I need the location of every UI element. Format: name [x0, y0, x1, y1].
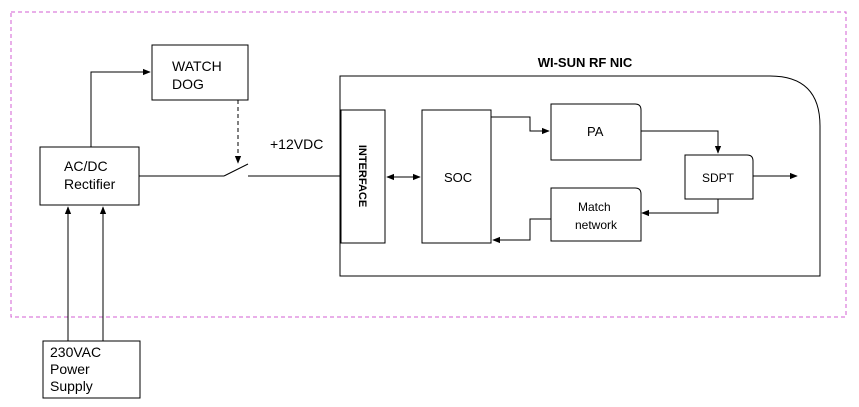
nic-title: WI-SUN RF NIC	[538, 55, 633, 70]
system-boundary	[10, 11, 847, 318]
sdpt-label: SDPT	[702, 171, 735, 185]
pa-box	[550, 103, 642, 161]
match-network-box	[550, 187, 642, 242]
interface-label: INTERFACE	[356, 145, 368, 207]
voltage-label: +12VDC	[270, 136, 323, 152]
watchdog-label: WATCH DOG	[172, 58, 226, 92]
switch-blade	[223, 163, 249, 177]
soc-to-pa-arrow	[491, 116, 550, 135]
sdpt-box	[684, 154, 754, 200]
acdc-rectifier-box	[39, 146, 140, 206]
rectifier-to-watchdog-arrow	[90, 68, 151, 147]
soc-label: SOC	[444, 170, 472, 185]
pa-label: PA	[587, 124, 604, 139]
sdpt-to-match-arrow	[641, 199, 719, 217]
interface-box	[340, 109, 386, 244]
match-to-soc-arrow	[492, 218, 551, 244]
watchdog-box	[151, 44, 249, 101]
power-supply-box	[42, 340, 141, 399]
match-network-label: Match network	[575, 200, 618, 232]
acdc-rectifier-label: AC/DC Rectifier	[64, 158, 116, 192]
power-supply-label: 230VAC Power Supply	[50, 344, 105, 394]
pa-to-sdpt-arrow	[641, 130, 722, 154]
soc-box	[421, 109, 492, 244]
